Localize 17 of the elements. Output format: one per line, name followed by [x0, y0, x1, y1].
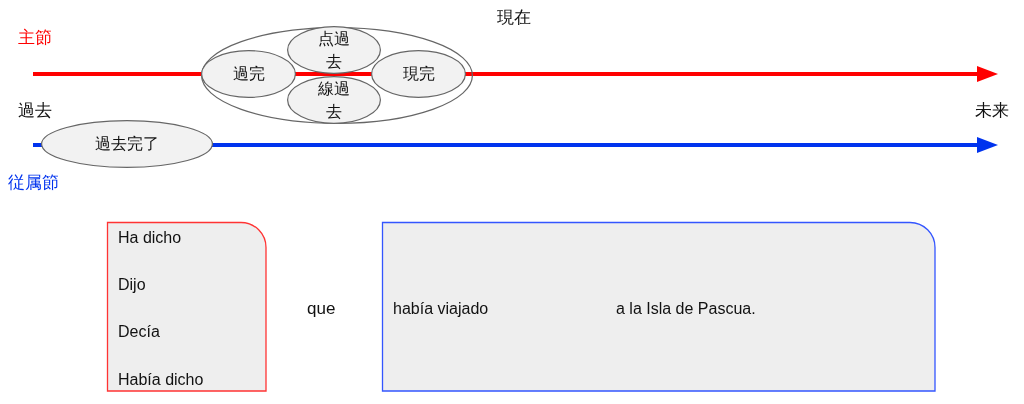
tense-label: 現完 — [402, 64, 435, 84]
tense-label: 過去完了 — [95, 134, 159, 154]
line-label: 従属節 — [8, 173, 59, 193]
tense-label: 点過去 — [317, 29, 351, 72]
timeline-label: 未来 — [975, 101, 1009, 121]
timeline-label: 現在 — [497, 8, 531, 28]
line-label: 主節 — [18, 28, 52, 48]
tense-label: 線過去 — [317, 79, 351, 122]
sentence-text: Había dicho — [118, 370, 204, 390]
tense-label: 過完 — [232, 64, 265, 84]
sentence-text: Dijo — [118, 275, 146, 295]
conjunction-text: que — [307, 299, 336, 319]
sentence-text: había viajado — [393, 299, 489, 319]
sentence-text: Decía — [118, 322, 160, 342]
sentence-text: a la Isla de Pascua. — [616, 299, 756, 319]
timeline-label: 過去 — [18, 101, 52, 121]
sentence-text: Ha dicho — [118, 228, 182, 248]
